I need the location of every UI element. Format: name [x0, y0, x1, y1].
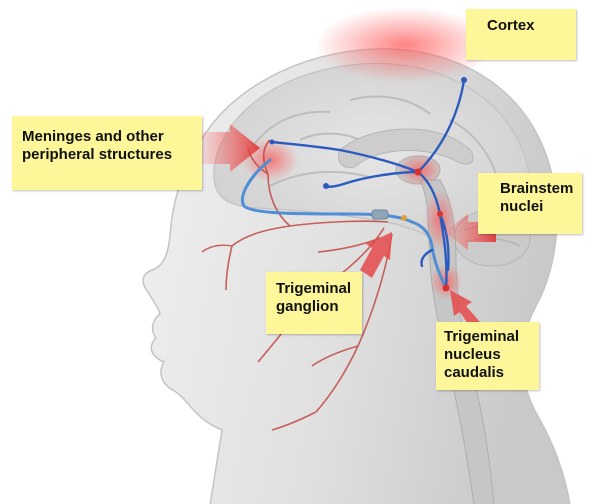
cortex-label: Cortex [466, 9, 576, 60]
caudalis-label-line-2: nucleus [444, 346, 539, 364]
brainstem-label-line-2: nuclei [500, 198, 582, 216]
cortex-label-line-1: Cortex [487, 17, 576, 35]
caudalis-label-line-1: Trigeminal [444, 328, 539, 346]
meninges-label-line-2: peripheral structures [22, 146, 202, 164]
trigeminal-ganglion-body [372, 210, 388, 219]
brainstem-label-line-1: Brainstem [500, 180, 582, 198]
meninges-label: Meninges and other peripheral structures [12, 116, 202, 190]
meninges-label-line-1: Meninges and other [22, 128, 202, 146]
trigeminal-ganglion-label: Trigeminal ganglion [266, 272, 362, 334]
ganglion-label-line-2: ganglion [276, 298, 362, 316]
trigeminal-nucleus-caudalis-label: Trigeminal nucleus caudalis [436, 322, 539, 390]
caudalis-label-line-3: caudalis [444, 364, 539, 382]
brainstem-nuclei-label: Brainstem nuclei [478, 173, 582, 234]
ganglion-label-line-1: Trigeminal [276, 280, 362, 298]
